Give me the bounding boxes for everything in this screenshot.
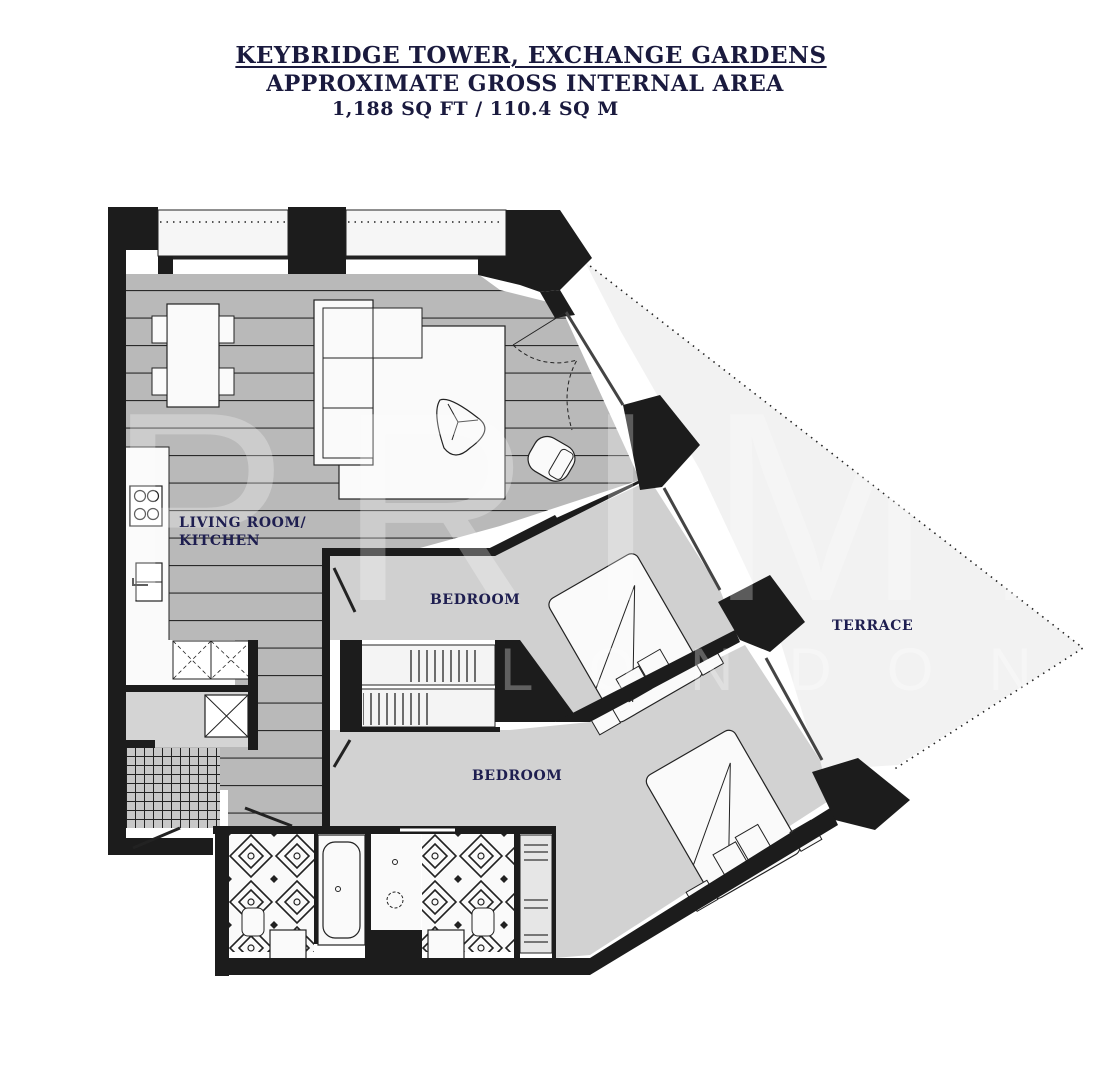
hob-ring-icon bbox=[133, 489, 147, 503]
hob-ring-icon bbox=[133, 507, 147, 521]
plan-title: KEYBRIDGE TOWER, EXCHANGE GARDENS bbox=[235, 42, 827, 69]
room-label-bedroom-1: BEDROOM bbox=[430, 592, 521, 608]
glazing bbox=[564, 311, 625, 406]
wardrobe-3 bbox=[519, 834, 553, 954]
dining-table bbox=[166, 303, 220, 408]
tap-icon bbox=[132, 578, 148, 586]
coffee-table bbox=[436, 398, 486, 456]
dining-chair bbox=[151, 315, 168, 344]
terrace-boundary bbox=[584, 261, 1085, 771]
dining-chair bbox=[218, 315, 235, 344]
hob-ring-icon bbox=[146, 507, 160, 521]
room-label-terrace: TERRACE bbox=[832, 618, 914, 634]
toilet-2 bbox=[471, 907, 495, 937]
watermark-brand: PRIME bbox=[108, 357, 1110, 658]
dining-chair bbox=[151, 367, 168, 396]
watermark-city: LONDON bbox=[500, 636, 1087, 703]
bedroom-1-door bbox=[332, 567, 357, 613]
hob-ring-icon bbox=[146, 489, 160, 503]
basin-1 bbox=[269, 929, 307, 961]
plan-subtitle: APPROXIMATE GROSS INTERNAL AREA bbox=[266, 71, 784, 97]
window bbox=[345, 209, 507, 257]
shower bbox=[371, 835, 421, 930]
hallway-tiles bbox=[125, 748, 220, 828]
entrance-door bbox=[132, 826, 181, 850]
toilet-1 bbox=[241, 907, 265, 937]
bedroom-2-door bbox=[332, 739, 352, 768]
glazing bbox=[662, 487, 722, 591]
glazing bbox=[764, 657, 824, 761]
window bbox=[157, 209, 289, 257]
kitchen-counter bbox=[124, 446, 170, 644]
armchair bbox=[527, 435, 576, 482]
plan-area: 1,188 SQ FT / 110.4 SQ M bbox=[332, 98, 619, 120]
terrace-door bbox=[512, 311, 567, 346]
terrace-area bbox=[585, 262, 1083, 770]
room-label-bedroom-2: BEDROOM bbox=[472, 768, 563, 784]
basin-2 bbox=[427, 929, 465, 961]
room-label-living-kitchen: LIVING ROOM/ KITCHEN bbox=[179, 515, 307, 549]
dining-chair bbox=[218, 367, 235, 396]
walls bbox=[108, 207, 910, 976]
bathroom-door bbox=[244, 806, 293, 828]
